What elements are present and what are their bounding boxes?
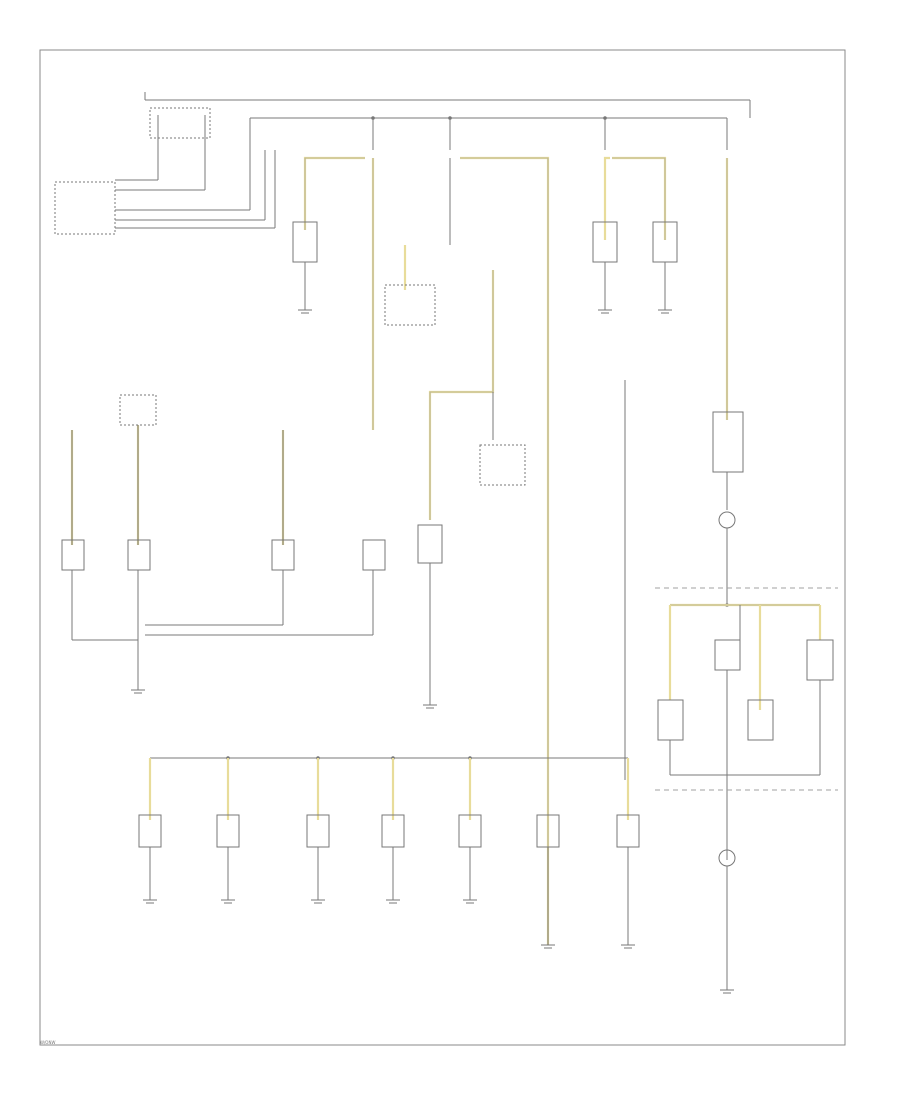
fuse-block-top-left: [54, 107, 276, 235]
right-column: [624, 380, 838, 994]
top-power-bus: [144, 92, 751, 150]
top-yellow-branches: [303, 156, 729, 945]
middle-left-branches: [61, 394, 443, 709]
bottom-bus: [150, 756, 628, 760]
bottom-components: [138, 758, 640, 949]
diagram-frame: [39, 49, 846, 1046]
top-components: [292, 221, 678, 520]
figure-code: W/ONW: [40, 1040, 56, 1045]
